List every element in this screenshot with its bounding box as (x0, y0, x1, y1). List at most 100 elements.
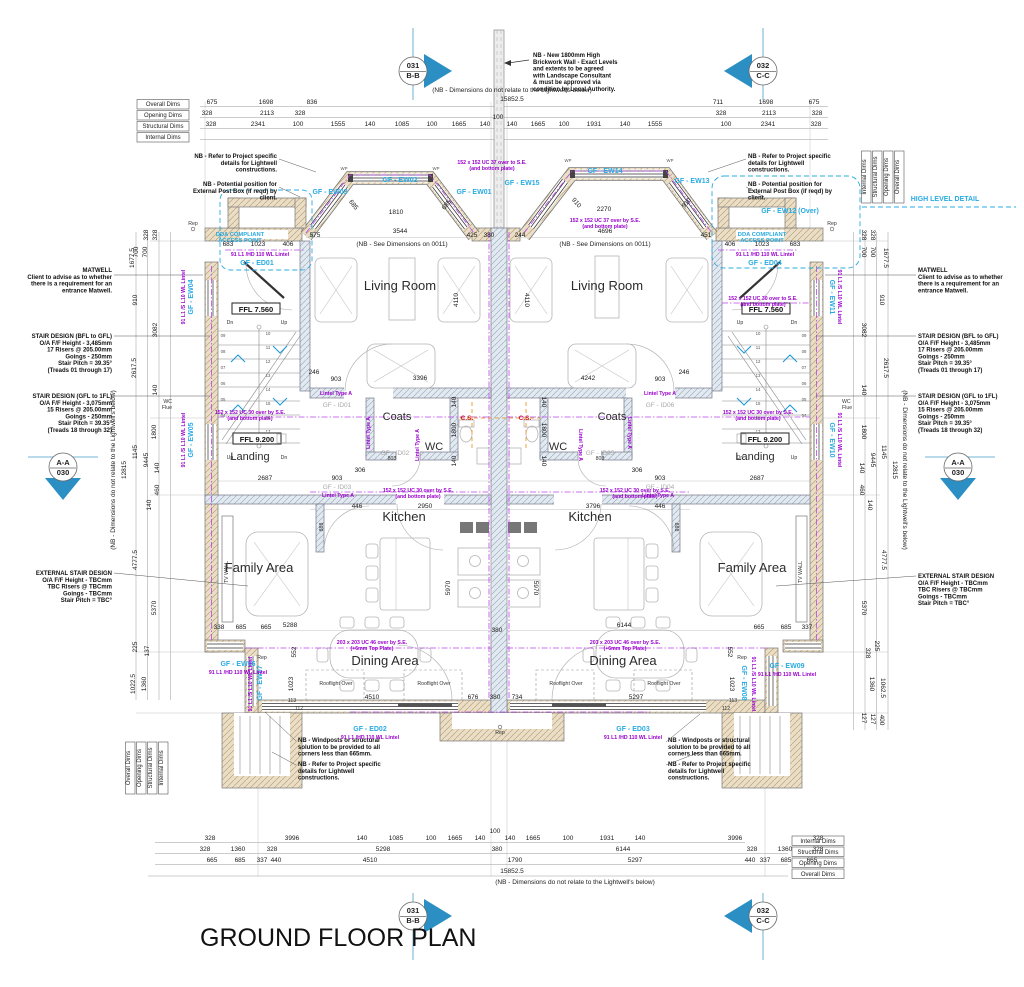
label-dim: 3544 (393, 228, 408, 235)
label-dim: 711 (713, 99, 724, 106)
door-id06: GF - ID06 (646, 402, 675, 409)
label-pu: Lintel Type A (644, 391, 676, 397)
label-tread: 13 (756, 373, 761, 378)
label-dim: 328 (716, 110, 727, 117)
label-dim: 3396 (413, 375, 428, 382)
room-dining-left: Dining Area (351, 653, 419, 668)
label-pu: 91 L1 /S L10 WL Lintel (836, 413, 842, 468)
label-tread: 14 (756, 387, 761, 392)
label-dim: 3996 (728, 835, 743, 842)
external-walls (204, 167, 824, 714)
label-tread: 07 (802, 365, 807, 370)
label-tread: 11 (756, 345, 761, 350)
label-dim: 140 (507, 121, 518, 128)
label-dim: 3082 (152, 322, 159, 337)
door-ed02: GF - ED02 (353, 726, 387, 733)
label-tread: 04 (802, 413, 807, 418)
label-dim: 685 (781, 624, 792, 631)
label-dim: 100 (427, 121, 438, 128)
label-dim: 1800 (540, 423, 547, 438)
room-wc-left: WC (425, 441, 443, 453)
label-tread: 14 (266, 387, 271, 392)
label-tread: 05 (802, 397, 807, 402)
label-dim: 328 (869, 230, 876, 241)
label-dim: 140 (480, 121, 491, 128)
label-dim: 328 (747, 846, 758, 853)
label-dim: 5298 (376, 846, 391, 853)
misc-symbols (190, 226, 835, 730)
label-bx: Internal Dims (862, 159, 868, 194)
label-dim: 1665 (526, 835, 541, 842)
label-dim: 306 (355, 467, 366, 474)
label-dim: 1698 (259, 99, 274, 106)
label-dim: 1023 (251, 241, 266, 248)
label-dim: 910 (878, 295, 885, 306)
garden-brick-wall (493, 29, 530, 229)
label-tread: 11 (266, 345, 271, 350)
label-dim: 306 (632, 467, 643, 474)
label-dim: 5370 (860, 601, 867, 616)
label-dim: 328 (813, 846, 824, 853)
label-bx: Structural Dims (148, 747, 154, 788)
label-dim: 1085 (395, 121, 410, 128)
label-dimsm: 112 (722, 706, 730, 712)
label-dimsm: 803 (596, 456, 605, 462)
label-dim: 683 (223, 241, 234, 248)
label-dim: 140 (540, 397, 547, 408)
note-stair-bfl-right: STAIR DESIGN (BFL to GFL)O/A F/F Height … (918, 334, 998, 374)
window-label: GF - EW12 (Over) (761, 208, 819, 215)
section-aa-left: A-A (56, 458, 70, 467)
leader-lines (113, 158, 917, 766)
label-pu: 152 x 152 UC 30 over by S.E.(and bottom … (215, 410, 286, 422)
label-dim: 12815 (891, 461, 898, 479)
label-dim: 552 (291, 646, 298, 657)
label-dim: 734 (512, 694, 523, 701)
label-dimsm: 112 (295, 706, 303, 712)
window-ew03: GF - EW03 (312, 189, 347, 196)
label-pu: 152 x 152 UC 37 over by S.E.(and bottom … (570, 218, 641, 230)
label-dim: 836 (307, 99, 318, 106)
door-arcs (323, 343, 675, 701)
label-dim: 100 (563, 835, 574, 842)
label-pu: 91 L1 /S L10 WL Lintel (248, 656, 254, 711)
window-ew15: GF - EW15 (504, 180, 539, 187)
label-dim: 675 (207, 99, 218, 106)
label-dim: 2687 (750, 475, 765, 482)
label-tread: 06 (221, 381, 226, 386)
label-dim: 903 (332, 475, 343, 482)
label-dimsm: 888 (319, 523, 325, 532)
label-dim: 140 (540, 456, 547, 467)
staircase-left (218, 324, 301, 449)
label-dim: 1931 (587, 121, 602, 128)
label-dim: 2270 (597, 206, 612, 213)
internal-walls (204, 240, 811, 623)
label-dim: 328 (864, 648, 871, 659)
label-dim: 244 (515, 232, 526, 239)
label-dim: 451 (701, 232, 712, 239)
label-mk: B-B (406, 916, 420, 925)
label-pu: 152 x 152 UC 37 over to S.E.(and bottom … (457, 160, 527, 172)
label-dim: 1145 (132, 445, 139, 459)
label-dim: 100 (721, 121, 732, 128)
label-dim: 100 (490, 828, 501, 835)
lightwells (221, 712, 803, 789)
door-id04: GF - ID04 (646, 484, 675, 491)
label-bx: Opening Dims (884, 158, 890, 196)
label-dim: 2950 (418, 503, 433, 510)
high-level-detail-label: HIGH LEVEL DETAIL (911, 196, 980, 203)
label-dim: 1931 (600, 835, 615, 842)
cs-left: C.S. (461, 415, 474, 422)
label-dim: 4510 (363, 857, 378, 864)
label-dim: 9445 (143, 452, 150, 467)
label-bx: Internal Dims (800, 839, 835, 845)
label-dim: 5297 (628, 857, 643, 864)
label-tread: 09 (802, 333, 807, 338)
label-dim: 338 (214, 624, 225, 631)
label-pu: 152 x 152 UC 30 over by S.E.(and bottom … (600, 488, 671, 500)
room-wc-right: WC (549, 441, 567, 453)
label-dimsm: 113 (288, 698, 296, 704)
label-dim: 2113 (762, 110, 776, 117)
label-dim: 2617.5 (882, 358, 889, 378)
